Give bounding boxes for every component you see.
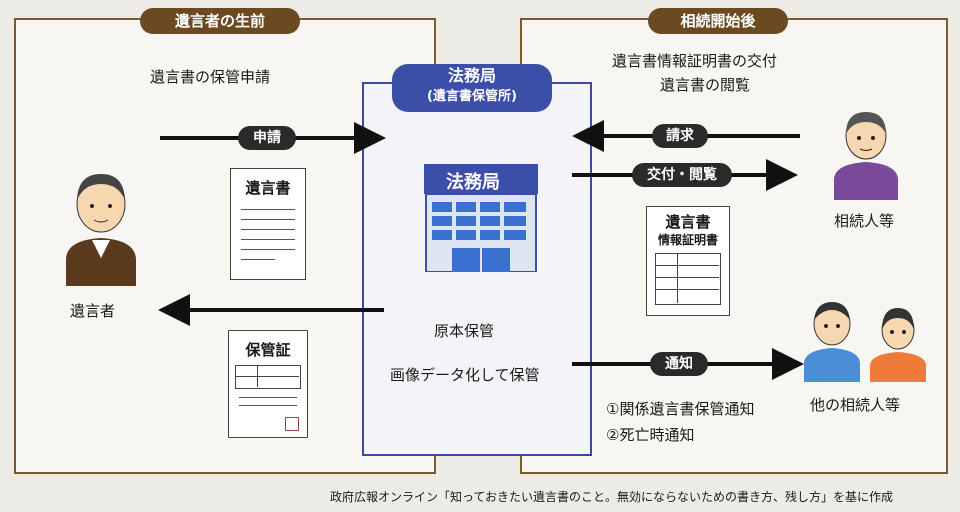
cert-title-line1: 遺言書: [665, 213, 711, 231]
right-panel-tab: 相続開始後: [648, 8, 788, 34]
right-heading-line1: 遺言書情報証明書の交付: [612, 52, 778, 70]
cert-title-line2: 情報証明書: [657, 233, 718, 247]
will-document: 遺言書: [230, 168, 306, 280]
other-heirs-label: 他の相続人等: [810, 396, 901, 414]
deliver-label: 交付・閲覧: [632, 163, 732, 187]
other-heirs-avatar: [800, 296, 934, 382]
heir-label: 相続人等: [834, 212, 895, 230]
center-line2: 画像データ化して保管: [390, 366, 540, 384]
building-sign: 法務局: [446, 172, 500, 193]
center-line1: 原本保管: [434, 322, 495, 340]
apply-label: 申請: [238, 126, 296, 150]
request-label: 請求: [652, 124, 708, 148]
will-document-title: 遺言書: [245, 179, 291, 197]
center-title-line1: 法務局: [447, 66, 496, 85]
source-footer: 政府広報オンライン「知っておきたい遺言書のこと。無効にならないための書き方、残し…: [330, 490, 894, 504]
will-info-certificate: 遺言書 情報証明書: [646, 206, 730, 316]
testator-label: 遺言者: [70, 302, 116, 320]
testator-avatar: [56, 160, 146, 286]
notice-2: ②死亡時通知: [606, 426, 695, 444]
notice-1: ①関係遺言書保管通知: [606, 400, 755, 418]
notify-label: 通知: [650, 352, 708, 376]
left-action-text: 遺言書の保管申請: [150, 68, 271, 86]
heir-avatar: [828, 104, 904, 200]
custody-certificate-title: 保管証: [245, 341, 291, 359]
center-title-line2: (遺言書保管所): [427, 89, 517, 104]
center-title: 法務局 (遺言書保管所): [392, 64, 552, 112]
right-heading-line2: 遺言書の閲覧: [660, 76, 751, 94]
building-icon: [424, 164, 538, 273]
left-panel-tab: 遺言者の生前: [140, 8, 300, 34]
custody-certificate: 保管証: [228, 330, 308, 438]
